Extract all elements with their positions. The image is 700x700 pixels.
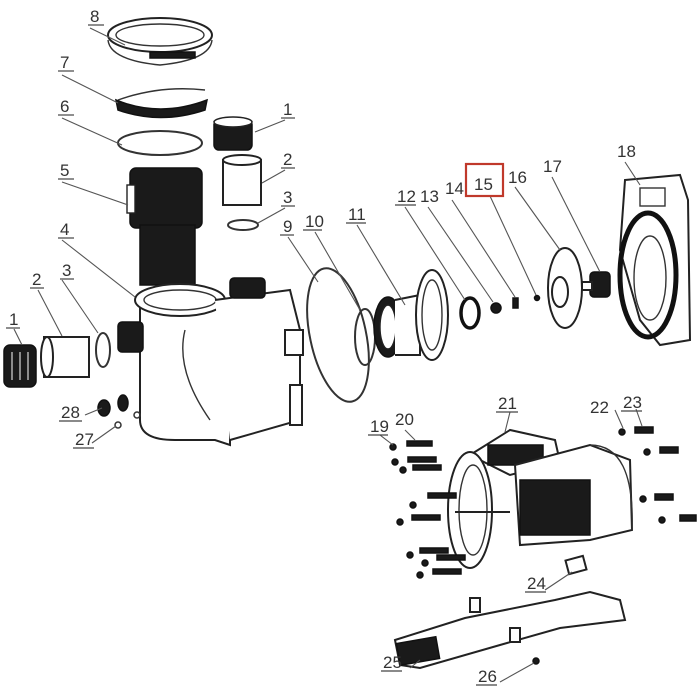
leader-lines [13, 27, 643, 683]
label-6: 6 [60, 97, 69, 116]
label-7: 7 [60, 53, 69, 72]
label-22: 22 [590, 398, 609, 417]
label-2-top: 2 [283, 150, 292, 169]
label-5: 5 [60, 161, 69, 180]
label-16: 16 [508, 168, 527, 187]
label-10: 10 [305, 212, 324, 231]
part-17-shaft-seal [581, 271, 611, 298]
part-13-nut [490, 302, 502, 314]
label-15: 15 [474, 175, 493, 194]
part-21-motor [447, 428, 634, 569]
label-4: 4 [60, 220, 69, 239]
part-1-union-nut-top [213, 116, 253, 151]
part-9-large-o-ring [306, 267, 370, 403]
label-19: 19 [370, 417, 389, 436]
part-3-o-ring-top [227, 219, 259, 231]
label-1-left: 1 [9, 310, 18, 329]
label-17: 17 [543, 157, 562, 176]
part-24-foot-pad [564, 554, 588, 576]
part-10-o-ring [354, 308, 376, 366]
part-25-base [393, 590, 627, 670]
part-7-clamp-ring [114, 88, 209, 119]
part-5-strainer-basket [126, 167, 203, 286]
part-12-seal [459, 296, 481, 330]
part-15-screw [533, 294, 541, 302]
label-27: 27 [75, 430, 94, 449]
label-2-left: 2 [32, 270, 41, 289]
label-underlines [6, 24, 642, 686]
label-12: 12 [397, 187, 416, 206]
label-14: 14 [445, 179, 464, 198]
label-9: 9 [283, 217, 292, 236]
part-2-union-tail-top [222, 154, 262, 206]
label-21: 21 [498, 394, 517, 413]
part-4-pump-housing [117, 277, 304, 447]
part-8-lid-ring [107, 17, 213, 66]
part-26-screw [532, 657, 540, 665]
part-11-diffuser [373, 269, 449, 361]
part-22-23-bolts-right [618, 426, 697, 524]
part-labels: 8 7 6 1 5 2 3 4 9 10 11 12 13 14 15 16 1… [9, 7, 642, 686]
label-28: 28 [61, 403, 80, 422]
label-3-top: 3 [283, 188, 292, 207]
part-19-20-bolts-left [389, 440, 466, 579]
part-18-seal-plate [617, 173, 692, 347]
part-6-o-ring [117, 130, 203, 156]
label-11: 11 [348, 205, 366, 224]
label-25: 25 [383, 653, 402, 672]
label-24: 24 [527, 574, 546, 593]
part-3-o-ring-left [95, 332, 111, 368]
label-26: 26 [478, 667, 497, 686]
label-3-left: 3 [62, 261, 71, 280]
part-2-union-tail-left [40, 336, 90, 378]
part-27-washers [114, 411, 141, 429]
part-28-drain-plugs [97, 394, 129, 417]
part-16-impeller [547, 247, 583, 329]
label-20: 20 [395, 410, 414, 429]
label-23: 23 [623, 393, 642, 412]
label-13: 13 [420, 187, 439, 206]
part-1-union-nut-left [3, 344, 37, 388]
label-1-top: 1 [283, 100, 292, 119]
highlight-box-part-15 [464, 162, 505, 198]
label-18: 18 [617, 142, 636, 161]
part-14-key [512, 297, 519, 309]
label-8: 8 [90, 7, 99, 26]
